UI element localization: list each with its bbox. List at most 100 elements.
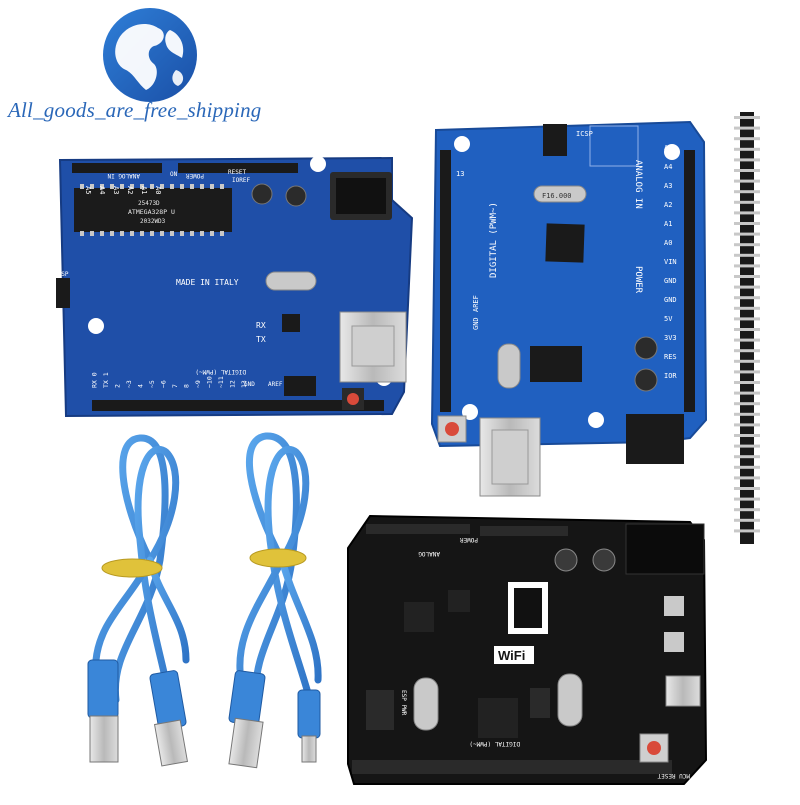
header-pin xyxy=(734,147,760,151)
digital-pin-label: ~3 xyxy=(125,380,133,388)
header-pin xyxy=(734,444,760,448)
analog-pin-label: A1 xyxy=(140,186,148,194)
rx-label: RX xyxy=(256,321,266,330)
analog-pin-label: A4 xyxy=(98,186,106,194)
digital-pin-label: 12 xyxy=(229,380,237,388)
analog-pin-label: A2 xyxy=(126,186,134,194)
smd-pin-label: A2 xyxy=(664,201,672,209)
header-pin xyxy=(734,487,760,490)
smd-aref-label: AREF xyxy=(472,295,480,312)
icsp-label: ICSP xyxy=(54,271,69,278)
tx-label: TX xyxy=(256,335,266,344)
smd-power-label: POWER xyxy=(633,266,643,294)
smd-pin-label: A4 xyxy=(664,163,672,171)
wifi-badge: WiFi xyxy=(498,648,525,663)
digital-pin-label: ~9 xyxy=(194,380,202,388)
header-pin xyxy=(734,338,760,342)
header-pin xyxy=(734,232,760,236)
header-pin xyxy=(734,190,760,194)
smd-pin-label: GND xyxy=(664,296,677,304)
header-pin xyxy=(734,349,760,353)
smd-pin-label: A3 xyxy=(664,182,672,190)
digital-pin-label: ~10 xyxy=(206,376,214,388)
header-pin xyxy=(734,529,760,533)
digital-pin-label: 4 xyxy=(137,384,145,388)
header-pin xyxy=(734,402,760,406)
digital-pin-label: 8 xyxy=(183,384,191,388)
wifi-analog-label: ANALOG xyxy=(418,550,440,557)
wifi-power-label: POWER xyxy=(460,536,478,543)
usb-cable-left xyxy=(87,434,190,767)
smd-pin-label: A5 xyxy=(664,144,672,152)
arduino-uno-smd-board: F16.000 ANALOG IN POWER DIGITAL (PWM~) I… xyxy=(430,120,708,497)
arduino-uno-wifi-board: WiFi POWER ANALOG DIGITAL (PWM~) MCU RES… xyxy=(347,514,711,785)
digital-pin-label: RX 0 xyxy=(91,372,99,388)
male-header-strip xyxy=(734,112,760,544)
globe-logo xyxy=(103,8,197,102)
aref-label: AREF xyxy=(268,381,283,388)
header-pin xyxy=(734,412,760,416)
power-label: POWER xyxy=(186,172,204,179)
smd-pin-label: VIN xyxy=(664,258,677,266)
crystal-label: F16.000 xyxy=(542,192,572,200)
chip-label-2: 2032WD3 xyxy=(140,218,166,225)
header-pin xyxy=(734,158,760,162)
wifi-digital-label: DIGITAL (PWM~) xyxy=(469,740,520,747)
reset-label: RESET xyxy=(228,169,246,176)
header-pin xyxy=(734,455,760,459)
header-pin xyxy=(734,328,760,331)
made-in-label: MADE IN ITALY xyxy=(176,278,239,287)
cable-tie-right xyxy=(249,548,307,568)
analog-label: ANALOG IN xyxy=(107,172,140,179)
header-pin xyxy=(734,179,760,183)
header-pin xyxy=(734,306,760,310)
analog-pin-label: A0 xyxy=(154,186,162,194)
chip-label-0: 25473D xyxy=(138,200,160,207)
header-pin xyxy=(734,497,760,501)
ioref-label: IOREF xyxy=(232,177,250,184)
smd-pin13-label: 13 xyxy=(456,170,464,178)
header-pin xyxy=(734,317,760,321)
header-pin xyxy=(734,434,760,437)
analog-pin-label: A3 xyxy=(112,186,120,194)
smd-pin-label: A1 xyxy=(664,220,672,228)
arduino-uno-dip-board: 25473D ATMEGA328P U 2032WD3 MADE IN ITAL… xyxy=(54,156,414,418)
header-pin xyxy=(734,169,760,172)
header-pin xyxy=(734,137,760,141)
header-pin xyxy=(734,200,760,204)
header-pin xyxy=(734,296,760,300)
analog-pin-labels: A0 A1 A2 A3 A4 A5 xyxy=(84,186,162,194)
usb-cable-right xyxy=(228,432,322,769)
header-pin xyxy=(734,211,760,215)
digital-pin-label: 2 xyxy=(114,384,122,388)
header-pin xyxy=(734,359,760,363)
smd-pin-label: 5V xyxy=(664,315,673,323)
cable-tie-left xyxy=(101,558,163,578)
header-pin xyxy=(734,518,760,522)
analog-pin-label: A5 xyxy=(84,186,92,194)
wifi-reset-label: MCU RESET xyxy=(657,772,690,779)
header-pin xyxy=(734,465,760,469)
smd-pin-label: IOR xyxy=(664,372,677,380)
header-pin xyxy=(734,476,760,480)
header-pin xyxy=(734,243,760,247)
smd-gnd-label: GND xyxy=(472,317,480,330)
digital-pin-label: ~6 xyxy=(160,380,168,388)
header-pin xyxy=(734,381,760,384)
smd-icsp-label: ICSP xyxy=(576,130,593,138)
free-shipping-caption: All_goods_are_free_shipping xyxy=(8,98,262,122)
digital-pin-label: ~11 xyxy=(217,376,225,388)
header-pin xyxy=(734,264,760,268)
smd-pin-label: GND xyxy=(664,277,677,285)
smd-pin-label: A0 xyxy=(664,239,672,247)
header-pin xyxy=(734,285,760,289)
wifi-esp-label: ESP PWR xyxy=(400,690,407,716)
digital-pin-label: ~5 xyxy=(148,380,156,388)
header-pin xyxy=(734,391,760,395)
digital-pin-label: 13 xyxy=(240,380,248,388)
smd-analog-label: ANALOG IN xyxy=(633,160,643,209)
